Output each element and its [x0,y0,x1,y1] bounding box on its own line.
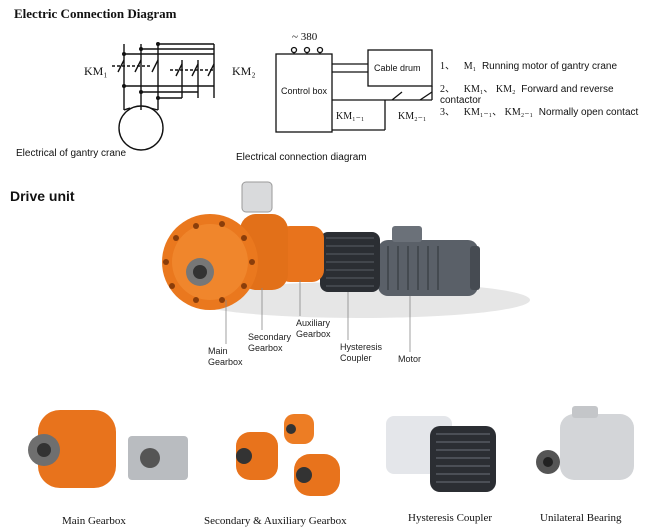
main-gearbox-image [28,410,188,488]
control-box-label: Control box [281,86,328,96]
label-main-gearbox: Main Gearbox [208,346,243,367]
km21-label: KM₂₋₁ [398,111,427,122]
km11-label: KM₁₋₁ [336,111,365,122]
legend-item-3: 3、 KM₁₋₁、 KM₂₋₁ Normally open contact [440,107,639,118]
section-title-drive-unit: Drive unit [10,188,75,204]
gantry-circuit-diagram [112,42,215,151]
legend-item-2: 2、 KM₁、 KM₂ Forward and reverse contacto… [440,84,614,106]
label-motor: Motor [398,354,422,364]
secondary-auxiliary-gearbox-image [236,414,340,496]
label-auxiliary-gearbox: Auxiliary Gearbox [296,318,331,339]
km1-label: KM₁ [84,64,108,78]
caption-main-gearbox: Main Gearbox [62,515,126,527]
gantry-caption: Electrical of gantry crane [16,148,127,159]
hysteresis-coupler-image [386,416,496,492]
connection-caption: Electrical connection diagram [236,152,367,163]
section-title-electric: Electric Connection Diagram [14,6,177,21]
km2-label: KM₂ [232,64,256,78]
legend-item-1: 1、 M₁ Running motor of gantry crane [440,61,618,72]
caption-unilateral-bearing: Unilateral Bearing [540,512,622,524]
caption-hysteresis-coupler: Hysteresis Coupler [408,512,493,524]
cable-drum-label: Cable drum [374,63,421,73]
label-secondary-gearbox: Secondary Gearbox [248,332,292,353]
voltage-label: ~ 380 [292,31,318,43]
caption-secondary-auxiliary-gearbox: Secondary & Auxiliary Gearbox [204,515,347,527]
unilateral-bearing-image [536,406,634,480]
connection-diagram [275,46,433,133]
drive-unit-illustration [162,181,530,352]
label-hysteresis-coupler: Hysteresis Coupler [340,342,383,363]
